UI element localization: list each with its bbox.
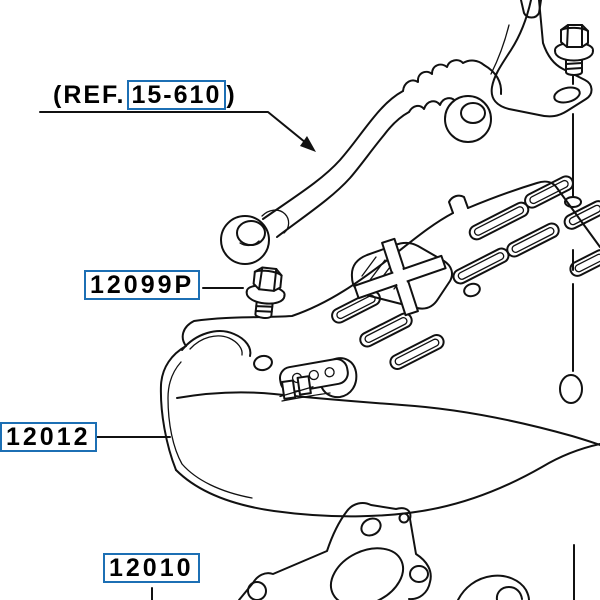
bolt-axis-line bbox=[559, 75, 583, 600]
pipe-assembly-drawing bbox=[220, 0, 593, 265]
partial-part-drawing bbox=[457, 574, 530, 600]
ref-prefix: (REF. bbox=[53, 81, 126, 109]
callout-12099P[interactable]: 12099P bbox=[84, 270, 201, 300]
cover-bracket-detail bbox=[279, 357, 358, 402]
ref-arrowhead bbox=[300, 136, 316, 152]
x-emblem bbox=[350, 237, 453, 317]
cover-slots bbox=[331, 175, 600, 370]
manifold-drawing bbox=[159, 175, 600, 518]
ref-callout: (REF. 15-610 ) bbox=[53, 80, 237, 110]
callout-12012[interactable]: 12012 bbox=[0, 422, 97, 452]
gasket-drawing bbox=[238, 502, 432, 600]
axis-end-hole bbox=[559, 374, 583, 404]
flange-bolt-12099P-drawing bbox=[243, 265, 289, 321]
ref-code-box[interactable]: 15-610 bbox=[126, 80, 227, 110]
callout-12010[interactable]: 12010 bbox=[103, 553, 200, 583]
ref-suffix: ) bbox=[226, 81, 237, 109]
axis-hole bbox=[564, 196, 582, 208]
ref-leader-line bbox=[39, 111, 316, 152]
